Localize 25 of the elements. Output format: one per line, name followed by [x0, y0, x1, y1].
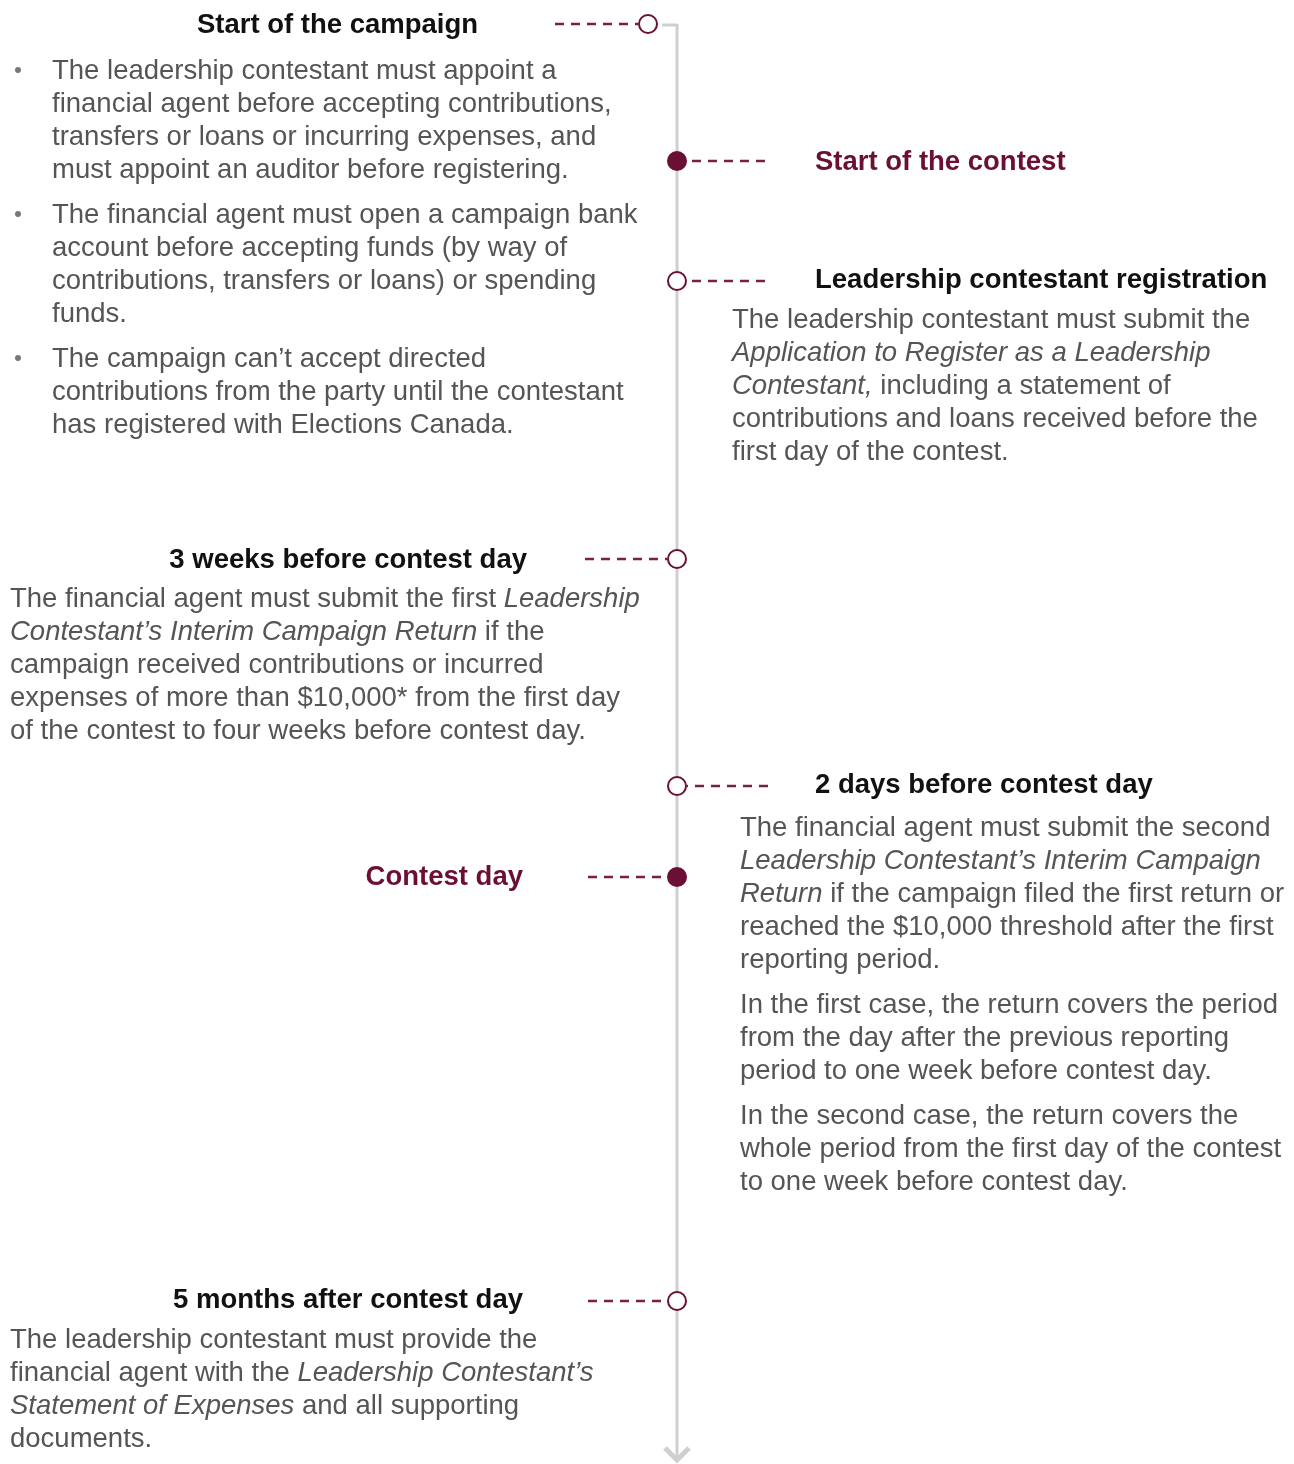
timeline-heading: 5 months after contest day: [140, 1283, 588, 1315]
timeline-marker: [667, 271, 687, 291]
bullet-text: The campaign can’t accept directed contributions from the party until the contestant has registered with Elections Canada.: [52, 341, 625, 440]
description-text: The leadership contestant must provide the financial agent with the Leadership Contestant’s Statement of Expenses and all supporting documents.: [10, 1322, 595, 1454]
timeline-marker: [638, 14, 658, 34]
bullet-text: The leadership contestant must appoint a financial agent before accepting contributions, transfers or loans or incurring expenses, and must appoint an auditor before registering.: [52, 53, 613, 185]
timeline-heading: Start of the campaign: [120, 8, 555, 40]
timeline-heading: 2 days before contest day: [768, 768, 1188, 800]
bullet-text: The financial agent must open a campaign bank account before accepting funds (by way of contributions, transfers or loans) or spending funds.: [52, 197, 639, 329]
timeline-heading: Start of the contest: [765, 145, 1095, 177]
timeline-marker: [667, 776, 687, 796]
dashed-connector: [585, 557, 667, 561]
description-text: In the second case, the return covers the whole period from the first day of the contest to one week before contest day.: [740, 1098, 1283, 1197]
dashed-connector: [555, 22, 638, 26]
timeline-marker: [667, 1291, 687, 1311]
timeline-heading: Contest day: [300, 860, 588, 892]
description-text: In the first case, the return covers the period from the day after the previous reporting period to one week before contest day.: [740, 987, 1280, 1086]
description-text: The financial agent must submit the second Leadership Contestant’s Interim Campaign Return if the campaign filed the first return or reached the $10,000 threshold after the first reporting period.: [740, 810, 1286, 975]
timeline-marker: [667, 549, 687, 569]
timeline-heading: Leadership contestant registration: [765, 263, 1285, 295]
timeline-marker: [667, 867, 687, 887]
timeline-heading: 3 weeks before contest day: [140, 543, 585, 575]
description-text: The financial agent must submit the first Leadership Contestant’s Interim Campaign Return if the campaign received contributions or incurred expenses of more than $10,000* from the first day of the contest to four weeks before contest day.: [10, 581, 640, 746]
description-text: The leadership contestant must submit the Application to Register as a Leadership Contestant, including a statement of contributions and loans received before the first day of the contest.: [732, 302, 1259, 467]
timeline-marker: [667, 151, 687, 171]
